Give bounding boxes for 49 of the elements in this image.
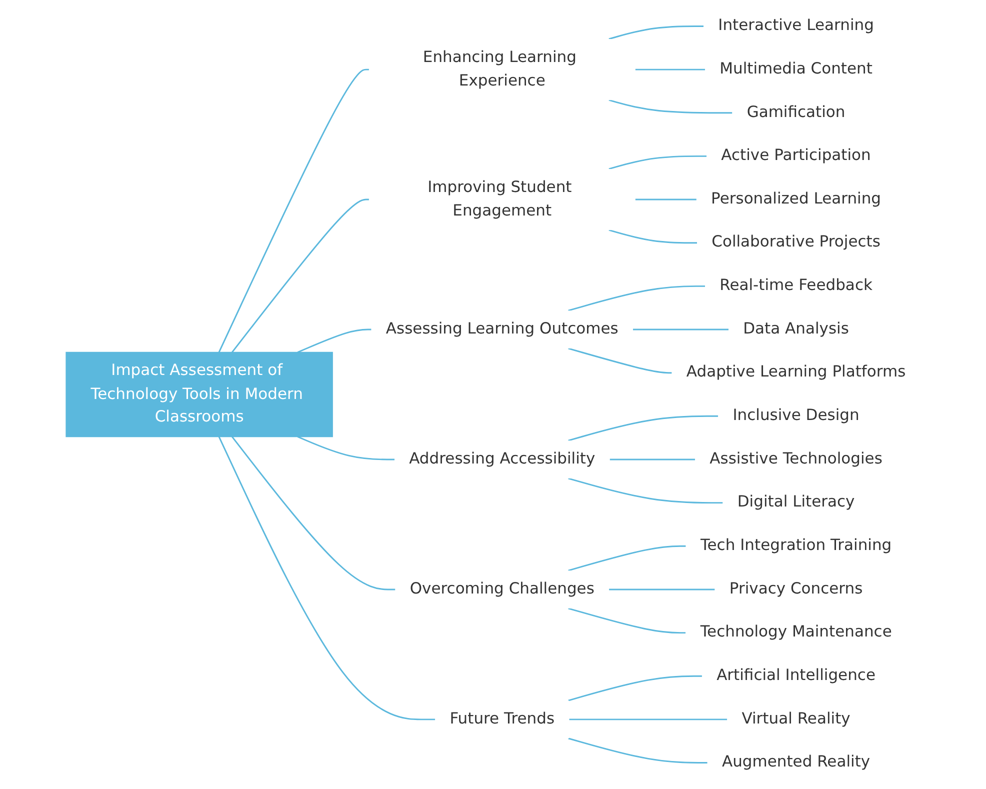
- node-text: Assistive Technologies: [709, 450, 882, 468]
- node-box: Impact Assessment of Technology Tools in Modern Classrooms: [65, 352, 333, 438]
- connector: [568, 348, 672, 374]
- connector: [568, 285, 705, 312]
- connector: [568, 415, 718, 442]
- node-text: Future Trends: [450, 710, 554, 728]
- node-text: Inclusive Design: [732, 406, 860, 425]
- node-text: Technology Maintenance: [700, 622, 892, 642]
- node-text: Personalized Learning: [710, 190, 881, 208]
- node-text: Augmented Reality: [722, 752, 870, 772]
- connector: [231, 198, 369, 353]
- node-text: Assessing Learning Outcomes: [386, 320, 618, 338]
- connector: [218, 68, 369, 353]
- connector: [297, 436, 394, 460]
- connector: [568, 608, 686, 634]
- node-text: Collaborative Projects: [711, 233, 880, 252]
- connector: [608, 99, 732, 114]
- node-text: Enhancing Learning Experience: [422, 48, 576, 90]
- connector: [568, 675, 702, 702]
- connector: [635, 198, 696, 200]
- node-text: Improving Student Engagement: [427, 178, 572, 220]
- node-text: Artificial Intelligence: [716, 666, 876, 685]
- connector: [297, 328, 372, 353]
- node-text: Multimedia Content: [719, 60, 872, 78]
- node-text: Interactive Learning: [718, 16, 874, 35]
- node-text: Tech Integration Training: [700, 536, 892, 555]
- connector: [218, 436, 435, 720]
- connector: [608, 588, 715, 590]
- node-text: Privacy Concerns: [729, 580, 862, 598]
- connector: [568, 545, 686, 572]
- node-text: Overcoming Challenges: [410, 580, 594, 598]
- connector: [608, 26, 704, 40]
- connector: [632, 328, 728, 330]
- node-text: Digital Literacy: [737, 493, 855, 512]
- node-text: Active Participation: [720, 146, 871, 165]
- connector: [568, 738, 708, 764]
- connector: [608, 155, 706, 170]
- node-text: Gamification: [746, 103, 846, 122]
- node-text: Addressing Accessibility: [408, 450, 595, 468]
- node-text: Adaptive Learning Platforms: [686, 363, 906, 382]
- connector: [608, 229, 697, 244]
- node-text: Data Analysis: [742, 320, 849, 338]
- node-text: Real-time Feedback: [719, 276, 872, 295]
- connector: [568, 478, 723, 504]
- connector: [635, 68, 705, 70]
- connector: [610, 458, 695, 460]
- connector: [231, 436, 396, 590]
- node-text: Virtual Reality: [742, 710, 850, 728]
- connector: [568, 718, 727, 720]
